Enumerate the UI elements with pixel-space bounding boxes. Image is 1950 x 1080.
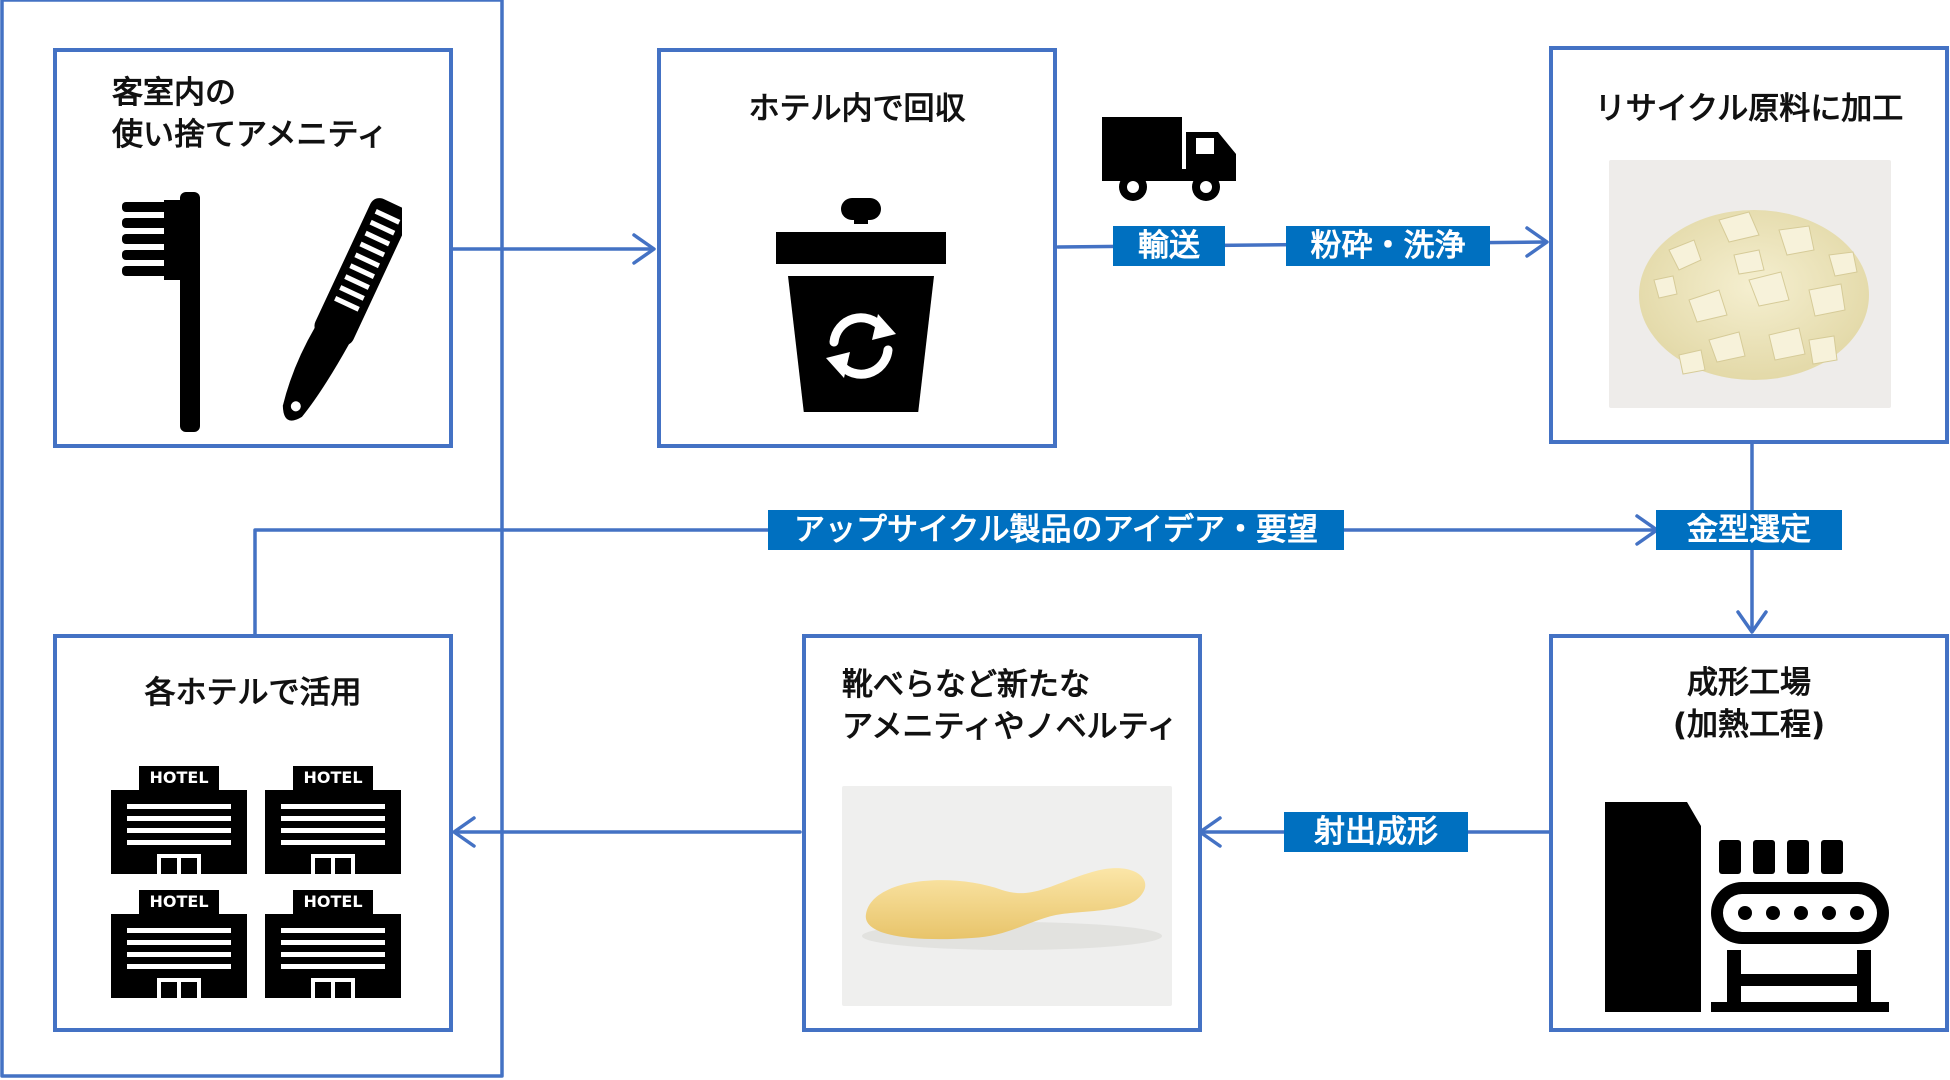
toothbrush-icon (122, 192, 200, 432)
left-column-frame (0, 0, 504, 1078)
amenity-title: 客室内の 使い捨てアメニティ (112, 72, 449, 156)
hotel-sign-text: HOTEL (303, 768, 363, 787)
amenity-title-line-2: 使い捨てアメニティ (112, 117, 388, 153)
recycle-bin-icon (776, 198, 946, 412)
hotel-sign-text: HOTEL (149, 892, 209, 911)
mold-selection-tag: 金型選定 (1656, 510, 1842, 550)
truck-icon (1102, 117, 1236, 201)
hotel-building-icon: HOTEL (265, 766, 401, 874)
shoehorn-photo (842, 786, 1172, 1006)
arrowhead-collect (632, 233, 656, 265)
hotels-title: 各ホテルで活用 (144, 675, 362, 711)
collect-title: ホテル内で回収 (748, 91, 966, 127)
factory-title: 成形工場 (加熱工程) (1553, 662, 1945, 746)
plastic-flakes-photo (1609, 160, 1891, 408)
crush-wash-tag: 粉砕・洗浄 (1286, 226, 1490, 266)
arrowhead-factory (1736, 610, 1768, 634)
arrowhead-hotels (452, 816, 476, 848)
arrowhead-material (1525, 226, 1549, 258)
products-title: 靴べらなど新たな アメニティやノベルティ (842, 664, 1198, 748)
hotel-sign-text: HOTEL (149, 768, 209, 787)
material-box: リサイクル原料に加工 (1549, 46, 1949, 444)
hotel-sign-text: HOTEL (303, 892, 363, 911)
products-box: 靴べらなど新たな アメニティやノベルティ (802, 634, 1202, 1032)
amenity-box: 客室内の 使い捨てアメニティ (53, 48, 453, 448)
factory-icon (1605, 802, 1889, 1012)
comb-icon (282, 198, 402, 421)
injection-molding-tag: 射出成形 (1284, 812, 1468, 852)
transport-tag: 輸送 (1113, 226, 1225, 266)
hotel-building-icon: HOTEL (111, 890, 247, 998)
factory-title-line-2: (加熱工程) (1672, 707, 1826, 743)
hotel-building-icon: HOTEL (265, 890, 401, 998)
shoehorn-image (862, 868, 1162, 950)
ideas-tag: アップサイクル製品のアイデア・要望 (768, 510, 1344, 550)
products-title-line-2: アメニティやノベルティ (842, 709, 1178, 745)
factory-title-line-1: 成形工場 (1687, 665, 1811, 701)
factory-box: 成形工場 (加熱工程) (1549, 634, 1949, 1032)
plastic-flakes-image (1639, 210, 1869, 380)
material-title: リサイクル原料に加工 (1594, 91, 1904, 127)
products-title-line-1: 靴べらなど新たな (842, 667, 1090, 703)
hotel-building-icon: HOTEL (111, 766, 247, 874)
collect-box: ホテル内で回収 (657, 48, 1057, 448)
amenity-title-line-1: 客室内の (112, 75, 236, 111)
hotels-box: 各ホテルで活用 HOTEL HOTEL (53, 634, 453, 1032)
